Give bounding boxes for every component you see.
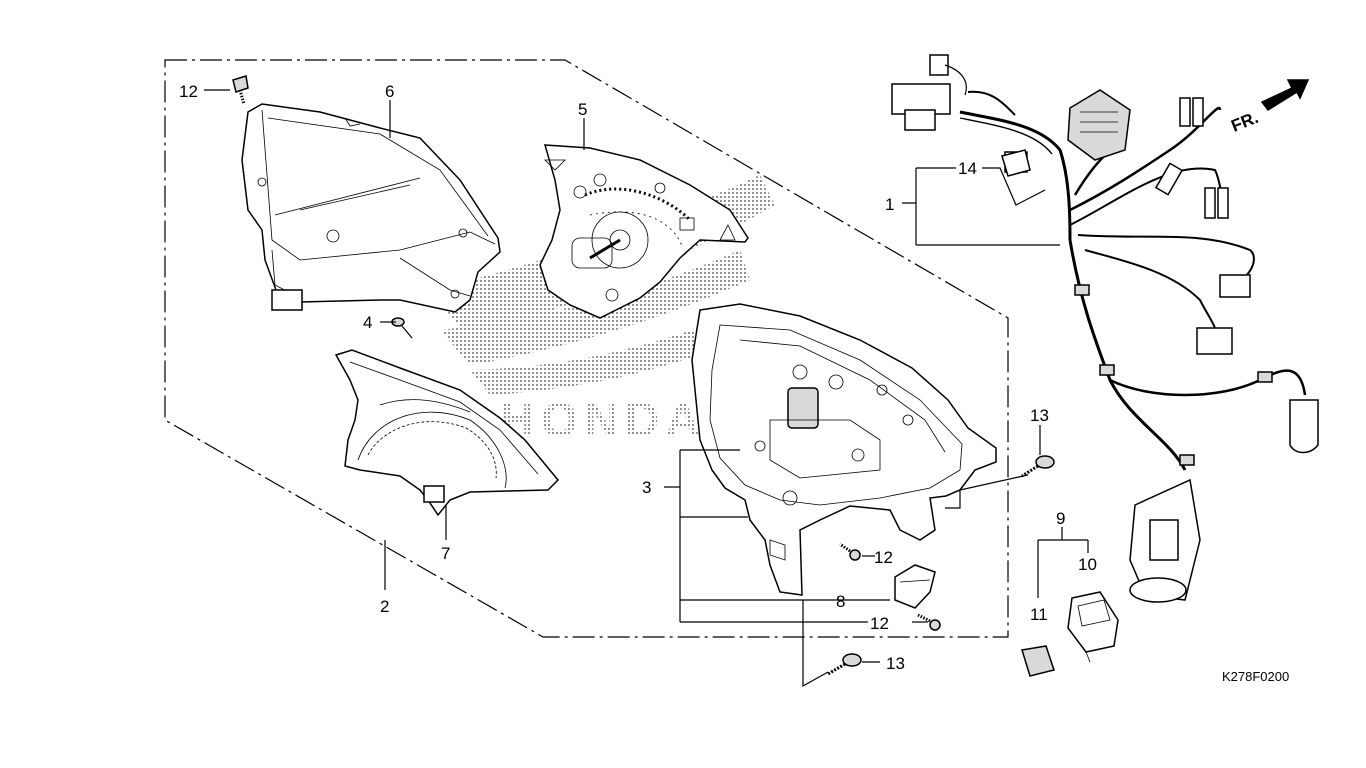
callout-14: 14 (958, 159, 977, 178)
bracket-part-8 (894, 564, 936, 609)
callout-12-middle: 12 (874, 548, 893, 567)
callout-11: 11 (1030, 605, 1048, 624)
leader-lines (204, 89, 1089, 688)
screw-part-12-middle (839, 542, 861, 561)
assembly-boundary (164, 59, 1009, 638)
watermark-text: HONDA (500, 394, 706, 447)
callout-5: 5 (578, 100, 587, 119)
callout-9: 9 (1056, 509, 1065, 528)
callout-12-lower: 12 (870, 614, 889, 633)
callout-13-upper: 13 (1030, 406, 1049, 425)
callout-labels: 12 6 5 4 7 2 3 8 12 12 13 13 1 14 9 10 1… (179, 82, 1097, 673)
callout-13-lower: 13 (886, 654, 905, 673)
relay-part-10 (1067, 591, 1119, 663)
bolt-part-13-lower (827, 653, 862, 676)
callout-7: 7 (441, 544, 450, 563)
screw-part-12-lower (917, 613, 941, 631)
front-label: FR. (1228, 108, 1261, 136)
callout-6: 6 (385, 82, 394, 101)
callout-12-top: 12 (179, 82, 198, 101)
meter-visor-part-7 (334, 349, 560, 517)
connector-part-14 (1001, 149, 1031, 177)
screw-part-12-top (232, 75, 249, 105)
screw-part-4 (391, 317, 413, 339)
callout-10: 10 (1078, 555, 1097, 574)
wire-harness-part-1 (891, 54, 1319, 603)
front-direction-arrow: FR. (1228, 79, 1310, 136)
callout-1: 1 (885, 195, 894, 214)
meter-base-part-3 (691, 303, 997, 596)
callout-3: 3 (642, 478, 651, 497)
callout-8: 8 (836, 592, 845, 611)
rubber-cap-part-11 (1021, 645, 1055, 677)
drawing-code: K278F0200 (1222, 669, 1289, 684)
meter-face-part-5 (539, 144, 749, 319)
meter-upper-case-part-6 (241, 103, 501, 313)
bolt-part-13-upper (1021, 455, 1055, 478)
callout-4: 4 (363, 313, 372, 332)
callout-2: 2 (380, 597, 389, 616)
